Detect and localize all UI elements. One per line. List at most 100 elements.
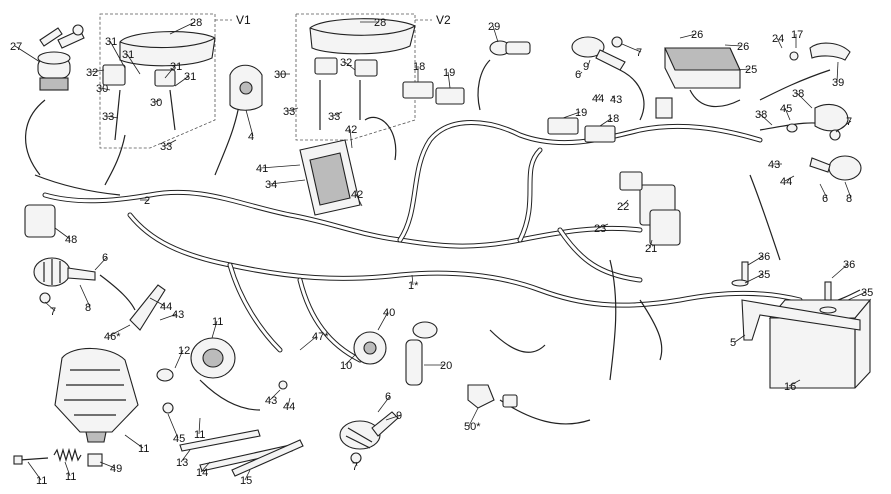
callout-c44a: 44 <box>592 93 604 105</box>
callout-c9a: 9 <box>583 61 589 73</box>
callout-c11c: 11 <box>138 443 149 455</box>
callout-c17: 17 <box>791 29 803 41</box>
callout-c1: 1* <box>408 280 419 292</box>
callout-c44d: 44 <box>283 401 295 413</box>
callout-c50: 50* <box>464 421 481 433</box>
callout-leader-c7b <box>835 120 852 133</box>
callout-leader-c26a <box>679 33 697 39</box>
callout-c35a: 35 <box>758 269 770 281</box>
callout-c11b: 11 <box>194 429 205 441</box>
callout-c12: 12 <box>178 345 190 357</box>
callout-leader-c48 <box>54 227 71 240</box>
callout-leader-c11c <box>124 434 144 449</box>
connectors-18-19-top <box>402 81 465 105</box>
callout-c26a: 26 <box>691 29 703 41</box>
callout-c7c: 7 <box>50 306 56 318</box>
callout-leader-c47 <box>299 335 318 351</box>
callout-c43a: 43 <box>610 94 622 106</box>
callout-c26b: 26 <box>737 41 749 53</box>
callout-leader-c9a <box>587 59 591 67</box>
tail-light-39 <box>809 42 851 61</box>
relay-48 <box>24 204 56 238</box>
callout-c33a: 33 <box>102 111 114 123</box>
callout-c18a: 18 <box>413 61 425 73</box>
control-unit-25 <box>655 47 741 119</box>
callout-leader-c44b <box>784 175 795 182</box>
callout-c36b: 36 <box>843 259 855 271</box>
callout-c7a: 7 <box>636 47 642 59</box>
callout-leader-c34 <box>269 179 306 185</box>
callout-leader-c15 <box>244 469 251 481</box>
cable-ties <box>179 429 304 477</box>
callout-c31c: 31 <box>170 61 182 73</box>
callout-c6a: 6 <box>575 69 581 81</box>
instrument-cluster-v2 <box>309 18 416 130</box>
callout-leader-c35b <box>847 291 867 301</box>
rear-indicator-8-right <box>809 155 862 181</box>
callout-leader-c27 <box>14 45 41 63</box>
callout-c14: 14 <box>196 467 208 479</box>
callout-leader-c43a <box>611 95 616 100</box>
callout-c40: 40 <box>383 307 395 319</box>
callout-leader-c25 <box>734 68 751 71</box>
callout-c45a: 45 <box>780 103 792 115</box>
battery-bracket-5 <box>741 299 861 341</box>
callout-c33c: 33 <box>283 106 295 118</box>
callout-c16: 16 <box>784 381 796 393</box>
callout-c20: 20 <box>440 360 452 372</box>
callout-leader-c13 <box>180 449 191 463</box>
instrument-cluster-v1 <box>102 31 216 141</box>
callout-c8a: 8 <box>846 193 852 205</box>
callout-leader-c1 <box>411 274 414 286</box>
callout-c48: 48 <box>65 234 77 246</box>
rear-indicator-9-bottom <box>339 411 399 450</box>
callout-c15: 15 <box>240 475 252 487</box>
ignition-coil-20 <box>405 321 438 386</box>
callout-c44b: 44 <box>780 176 792 188</box>
callout-leader-c45a <box>784 107 791 121</box>
callout-c8b: 8 <box>85 302 91 314</box>
callout-c19a: 19 <box>443 67 455 79</box>
callout-leader-c7d <box>355 461 358 467</box>
callout-c44c: 44 <box>160 301 172 313</box>
sensor-29 <box>489 40 531 56</box>
callout-c30a: 30 <box>96 83 108 95</box>
callout-c5: 5 <box>730 337 736 349</box>
callout-leader-c19a <box>447 71 451 89</box>
callout-leader-c42b <box>355 193 363 207</box>
callout-c47: 47* <box>312 331 329 343</box>
callout-leader-c21 <box>649 239 653 249</box>
main-wiring-harness <box>42 120 803 363</box>
callout-leader-c5 <box>734 334 746 343</box>
callout-c43b: 43 <box>768 159 780 171</box>
callout-c31b: 31 <box>122 49 134 61</box>
callout-leader-c45b <box>167 413 179 439</box>
callout-c32a: 32 <box>86 67 98 79</box>
callout-c22: 22 <box>617 201 629 213</box>
callout-c30c: 30 <box>274 69 286 81</box>
callout-leader-c30b <box>154 99 161 103</box>
front-indicator-right <box>571 36 626 71</box>
bracket-46 <box>129 284 166 331</box>
callout-leader-c46 <box>108 324 131 337</box>
rear-indicator-38 <box>786 103 849 133</box>
callout-leader-c32b <box>344 61 356 71</box>
callout-leader-c28a <box>169 21 196 35</box>
callout-c38b: 38 <box>755 109 767 121</box>
callout-leader-c31c <box>164 65 176 79</box>
version-label-v1: V1 <box>236 13 251 27</box>
callout-leader-c33d <box>332 111 343 117</box>
callout-c23: 23 <box>594 223 606 235</box>
callout-leader-c6a <box>579 71 583 75</box>
callout-c9b: 9 <box>396 410 402 422</box>
callout-c6b: 6 <box>822 193 828 205</box>
callout-c33b: 33 <box>160 141 172 153</box>
callout-leader-c38b <box>759 113 773 126</box>
callout-leader-c50 <box>468 407 479 427</box>
callout-leader-c36a <box>747 255 764 266</box>
callout-leader-c7c <box>44 301 56 312</box>
callout-c49: 49 <box>110 463 122 475</box>
callout-leader-c9b <box>385 414 402 421</box>
callout-leader-c44a <box>596 93 601 99</box>
